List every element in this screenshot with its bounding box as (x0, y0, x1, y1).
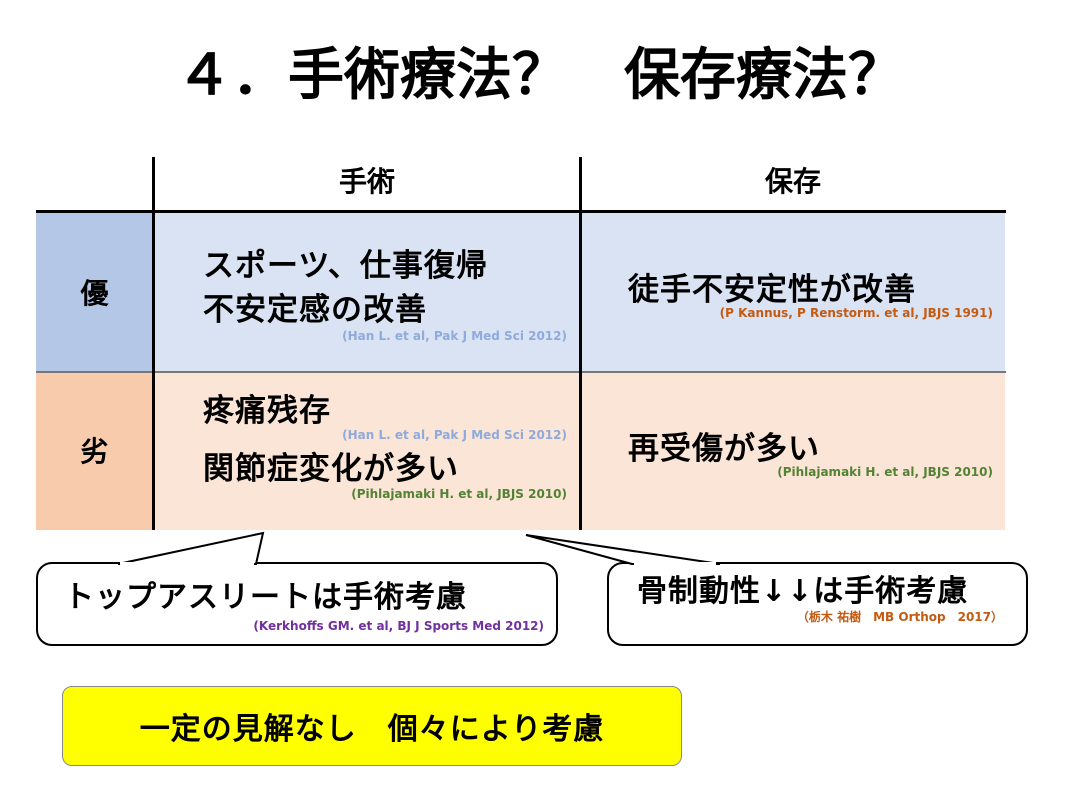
header-surgery: 手術 (338, 165, 395, 198)
row-divider (36, 371, 1006, 373)
callout-bone (607, 562, 1028, 646)
conservative-good-text: 徒手不安定性が改善 (628, 272, 916, 308)
conclusion-box: 一定の見解なし 個々により考慮 (62, 686, 682, 766)
header-conservative: 保存 (764, 165, 821, 198)
conservative-bad-text: 再受傷が多い (628, 431, 820, 467)
surgery-good-cite: (Han L. et al, Pak J Med Sci 2012) (342, 329, 567, 343)
callout-athlete-text: トップアスリートは手術考慮 (64, 580, 467, 615)
surgery-bad-cite1: (Han L. et al, Pak J Med Sci 2012) (342, 428, 567, 442)
row-good-label-cell (36, 212, 153, 372)
conservative-good-cite: (P Kannus, P Renstorm. et al, JBJS 1991) (719, 306, 993, 320)
row-bad-label-cell (36, 372, 153, 530)
callout-bone-cite: （栃木 祐樹 MB Orthop 2017） (796, 610, 1003, 624)
surgery-bad-line1: 疼痛残存 (203, 393, 331, 429)
surgery-bad-cite2: (Pihlajamaki H. et al, JBJS 2010) (351, 487, 567, 501)
surgery-bad-line2: 関節症変化が多い (203, 451, 459, 487)
callout-bone-pointer (525, 534, 721, 565)
callout-athlete-cite: (Kerkhoffs GM. et al, BJ J Sports Med 20… (253, 619, 544, 633)
callout-athlete-pointer (117, 531, 265, 565)
col-divider-1 (152, 157, 155, 530)
row-label-bad: 劣 (80, 435, 109, 468)
callout-bone-text: 骨制動性↓↓は手術考慮 (637, 574, 969, 609)
callout-athlete (36, 562, 558, 646)
conclusion-text: 一定の見解なし 個々により考慮 (139, 712, 605, 747)
surgery-good-line1: スポーツ、仕事復帰 (203, 248, 488, 284)
col-divider-2 (579, 157, 582, 530)
conservative-bad-cite: (Pihlajamaki H. et al, JBJS 2010) (777, 465, 993, 479)
header-divider (36, 210, 1006, 213)
page-title: ４．手術療法？ 保存療法？ (176, 43, 904, 108)
surgery-good-line2: 不安定感の改善 (203, 292, 427, 328)
row-label-good: 優 (80, 277, 109, 310)
